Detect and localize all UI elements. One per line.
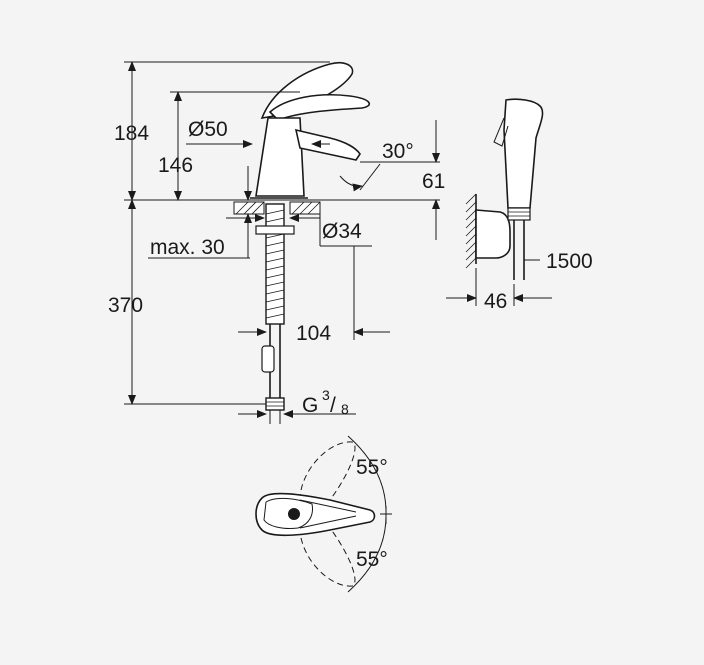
top-lever bbox=[255, 492, 376, 537]
dim-swivel-left: 55° bbox=[356, 456, 388, 479]
shower-head bbox=[503, 98, 544, 209]
mounting-shank bbox=[265, 203, 285, 325]
hand-shower-view bbox=[446, 98, 552, 306]
dim-1500: 1500 bbox=[546, 250, 593, 273]
dim-max-30: max. 30 bbox=[150, 236, 225, 259]
countertop-section bbox=[233, 201, 321, 215]
dim-thread-den: 8 bbox=[341, 401, 349, 417]
dim-104: 104 bbox=[296, 322, 331, 345]
dim-thread-slash: / bbox=[330, 394, 336, 417]
dim-diameter-34: Ø34 bbox=[322, 220, 362, 243]
dim-thread-num: 3 bbox=[322, 387, 330, 403]
faucet-side-view bbox=[233, 61, 371, 424]
dim-370: 370 bbox=[108, 294, 143, 317]
dim-thread-g: G bbox=[302, 394, 318, 417]
dim-184: 184 bbox=[114, 122, 149, 145]
dim-swivel-right: 55° bbox=[356, 548, 388, 571]
dimension-labels: 184 146 Ø50 30° 61 max. 30 Ø34 370 104 G… bbox=[108, 118, 593, 571]
dimension-lines bbox=[124, 61, 440, 418]
dim-46: 46 bbox=[484, 290, 507, 313]
faucet-body bbox=[255, 117, 305, 197]
faucet-top-view bbox=[255, 435, 392, 593]
dim-146: 146 bbox=[158, 154, 193, 177]
dim-angle-30: 30° bbox=[382, 140, 414, 163]
dim-61: 61 bbox=[422, 170, 445, 193]
dim-diameter-50: Ø50 bbox=[188, 118, 228, 141]
hose-fitting bbox=[265, 397, 285, 411]
shower-holder bbox=[475, 209, 511, 259]
faucet-spout bbox=[294, 128, 361, 161]
